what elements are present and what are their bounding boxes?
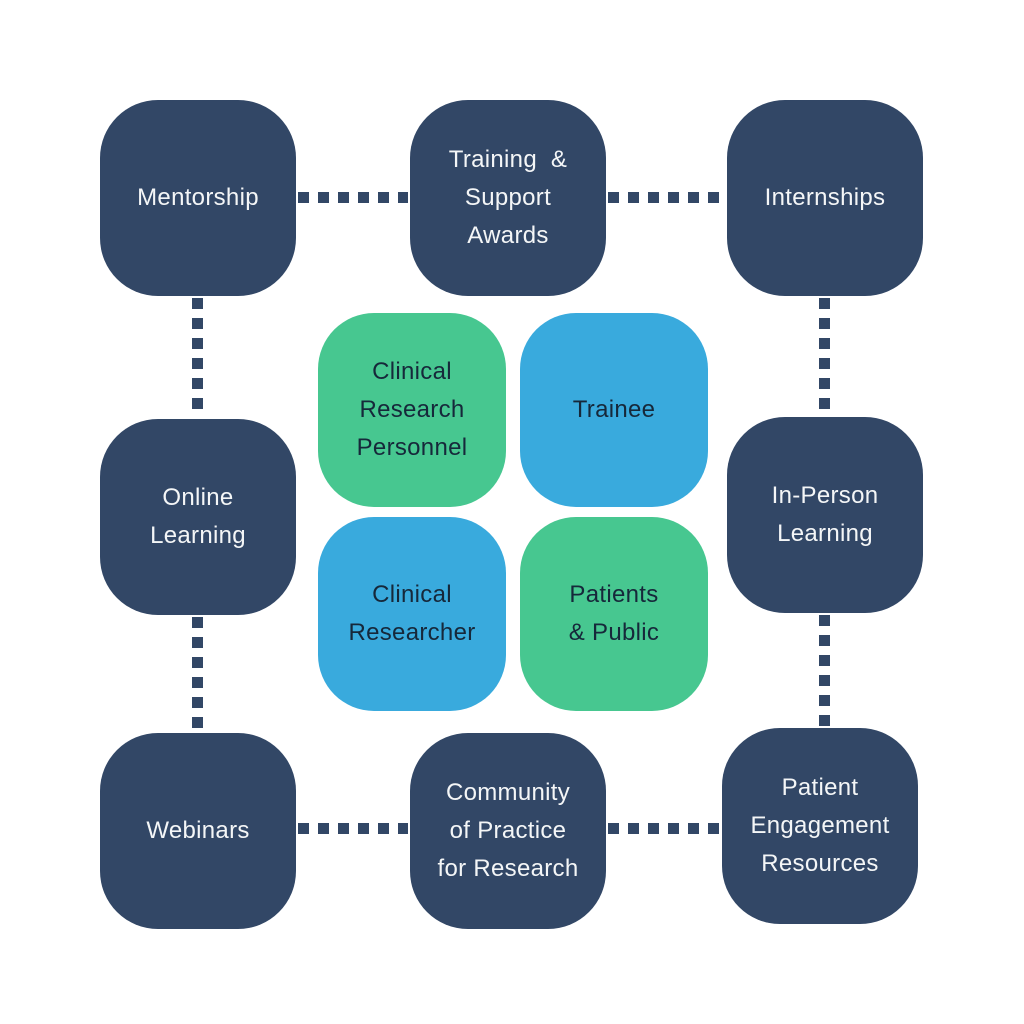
node-clinical-research-personnel-label: Clinical Research Personnel <box>356 358 468 461</box>
node-webinars: Webinars <box>100 733 296 929</box>
node-community-of-practice: Community of Practice for Research <box>410 733 606 929</box>
node-online-learning-label: Online Learning <box>150 484 246 549</box>
node-patients-and-public: Patients & Public <box>520 517 708 711</box>
node-mentorship: Mentorship <box>100 100 296 296</box>
node-webinars-label: Webinars <box>146 817 250 844</box>
node-mentorship-label: Mentorship <box>137 184 259 211</box>
node-internships-label: Internships <box>764 184 886 211</box>
node-in-person-learning: In-Person Learning <box>727 417 923 613</box>
node-clinical-researcher-label: Clinical Researcher <box>348 581 476 646</box>
node-trainee: Trainee <box>520 313 708 507</box>
connector-mentorship-online <box>192 298 203 417</box>
node-patients-and-public-label: Patients & Public <box>568 581 660 646</box>
node-trainee-label: Trainee <box>572 396 656 423</box>
connector-inperson-patient <box>819 615 830 726</box>
connector-webinars-community <box>298 823 408 834</box>
node-internships: Internships <box>727 100 923 296</box>
node-training-support-awards-label: Training & Support Awards <box>448 146 568 249</box>
connector-training-internships <box>608 192 725 203</box>
connector-online-webinars <box>192 617 203 731</box>
node-in-person-learning-label: In-Person Learning <box>771 482 879 547</box>
node-online-learning: Online Learning <box>100 419 296 615</box>
connector-internships-inperson <box>819 298 830 415</box>
node-training-support-awards: Training & Support Awards <box>410 100 606 296</box>
node-patient-engagement-resources-label: Patient Engagement Resources <box>750 774 890 877</box>
connector-mentorship-training <box>298 192 408 203</box>
node-patient-engagement-resources: Patient Engagement Resources <box>722 728 918 924</box>
node-clinical-research-personnel: Clinical Research Personnel <box>318 313 506 507</box>
connector-community-patient <box>608 823 720 834</box>
node-community-of-practice-label: Community of Practice for Research <box>437 779 579 882</box>
node-clinical-researcher: Clinical Researcher <box>318 517 506 711</box>
